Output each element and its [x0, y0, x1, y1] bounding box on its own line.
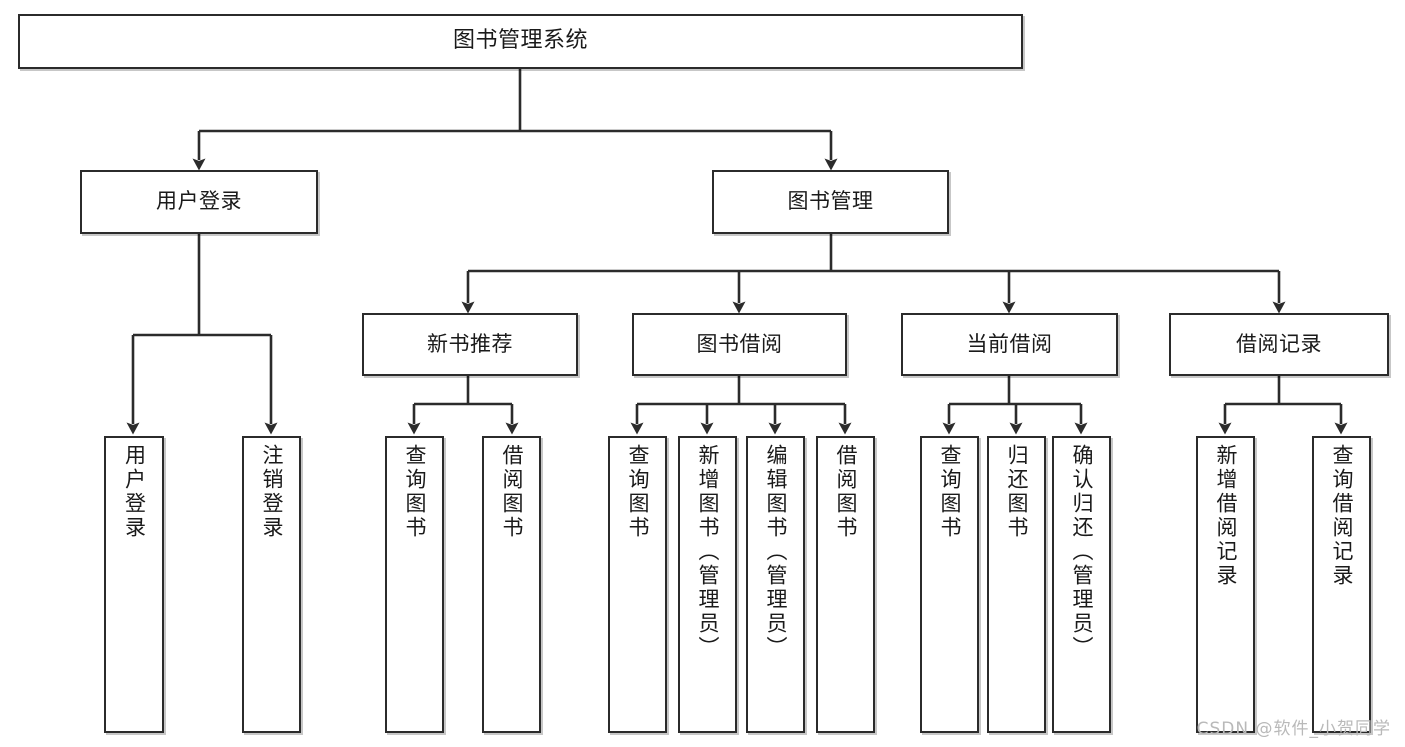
- leaf-new-books-borrow-label: 借阅图书: [500, 444, 524, 540]
- leaf-current-return[interactable]: 归还图书: [987, 436, 1046, 733]
- watermark: CSDN @软件_小贺同学: [1196, 719, 1391, 739]
- node-book-borrow-label: 图书借阅: [696, 331, 783, 356]
- node-user-login[interactable]: 用户登录: [80, 170, 318, 234]
- leaf-records-add[interactable]: 新增借阅记录: [1196, 436, 1255, 733]
- leaf-new-books-query[interactable]: 查询图书: [385, 436, 444, 733]
- node-borrow-records-label: 借阅记录: [1236, 331, 1322, 356]
- leaf-new-books-query-label: 查询图书: [403, 444, 427, 540]
- leaf-borrow-add-book[interactable]: 新增图书（管理员）: [678, 436, 737, 733]
- leaf-user-login-logout-label: 注销登录: [260, 444, 284, 540]
- leaf-records-query[interactable]: 查询借阅记录: [1312, 436, 1371, 733]
- node-borrow-records[interactable]: 借阅记录: [1169, 313, 1389, 376]
- leaf-user-login-logout[interactable]: 注销登录: [242, 436, 301, 733]
- leaf-borrow-edit-book-label: 编辑图书（管理员）: [764, 444, 788, 660]
- node-user-login-label: 用户登录: [156, 189, 242, 214]
- leaf-borrow-query[interactable]: 查询图书: [608, 436, 667, 733]
- leaf-borrow-edit-book[interactable]: 编辑图书（管理员）: [746, 436, 805, 733]
- leaf-current-query-label: 查询图书: [938, 444, 962, 540]
- node-new-book-recommend-label: 新书推荐: [427, 331, 513, 356]
- leaf-records-query-label: 查询借阅记录: [1330, 444, 1354, 588]
- leaf-borrow-borrow-book-label: 借阅图书: [834, 444, 858, 540]
- leaf-borrow-add-book-label: 新增图书（管理员）: [696, 444, 720, 660]
- node-current-borrow-label: 当前借阅: [966, 331, 1053, 356]
- leaf-records-add-label: 新增借阅记录: [1214, 444, 1238, 588]
- leaf-current-confirm-return[interactable]: 确认归还（管理员）: [1052, 436, 1111, 733]
- node-root-label: 图书管理系统: [452, 28, 588, 54]
- leaf-current-return-label: 归还图书: [1005, 444, 1029, 540]
- node-book-management[interactable]: 图书管理: [712, 170, 949, 234]
- node-new-book-recommend[interactable]: 新书推荐: [362, 313, 578, 376]
- leaf-current-confirm-return-label: 确认归还（管理员）: [1070, 444, 1094, 660]
- leaf-user-login-login[interactable]: 用户登录: [104, 436, 164, 733]
- node-book-management-label: 图书管理: [787, 189, 874, 214]
- leaf-borrow-query-label: 查询图书: [626, 444, 650, 540]
- leaf-current-query[interactable]: 查询图书: [920, 436, 979, 733]
- node-current-borrow[interactable]: 当前借阅: [901, 313, 1118, 376]
- leaf-borrow-borrow-book[interactable]: 借阅图书: [816, 436, 875, 733]
- leaf-new-books-borrow[interactable]: 借阅图书: [482, 436, 541, 733]
- leaf-user-login-login-label: 用户登录: [122, 444, 147, 540]
- node-book-borrow[interactable]: 图书借阅: [632, 313, 847, 376]
- node-root[interactable]: 图书管理系统: [18, 14, 1023, 69]
